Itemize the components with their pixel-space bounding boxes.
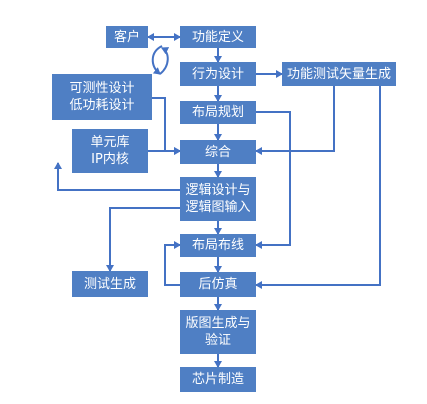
node-function-definition: 功能定义: [180, 26, 256, 48]
arrow-testability-to-synthesis: [152, 97, 181, 155]
node-customer-label: 客户: [113, 29, 140, 45]
node-test-generation: 测试生成: [72, 271, 148, 297]
loop-arrow-left: [151, 45, 163, 75]
node-logic-design-line2: 逻辑图输入: [185, 200, 251, 215]
node-layout-planning-label: 布局规划: [191, 105, 244, 120]
node-test-generation-label: 测试生成: [83, 276, 136, 292]
node-cell-library: 单元库 IP内核: [72, 129, 148, 173]
node-chip-fabrication: 芯片制造: [180, 367, 256, 392]
node-synthesis: 综合: [180, 140, 256, 164]
node-function-test-vector-label: 功能测试矢量生成: [286, 66, 391, 82]
node-testability-design: 可测性设计 低功耗设计: [52, 74, 152, 120]
node-layout-planning: 布局规划: [180, 101, 256, 124]
node-place-route-label: 布局布线: [191, 238, 244, 253]
arrow-testvec-to-synthesis: [255, 86, 335, 155]
node-post-simulation: 后仿真: [180, 272, 256, 297]
node-place-route: 布局布线: [180, 234, 256, 257]
arrow-testvec-to-postsim: [255, 86, 381, 289]
arrow-logic-to-celllib: [54, 162, 180, 191]
node-layout-generation: 版图生成与 验证: [180, 310, 256, 354]
node-logic-design: 逻辑设计与 逻辑图输入: [180, 177, 256, 221]
node-logic-design-line1: 逻辑设计与: [185, 183, 251, 198]
arrow-layoutplan-to-placeroute: [255, 111, 291, 249]
node-chip-fabrication-label: 芯片制造: [191, 372, 244, 387]
node-layout-generation-line2: 验证: [204, 333, 231, 348]
node-function-test-vector: 功能测试矢量生成: [282, 62, 396, 86]
node-layout-generation-line1: 版图生成与: [185, 316, 251, 331]
arrow-logic-to-testgen: [106, 207, 180, 272]
node-synthesis-label: 综合: [204, 144, 231, 160]
node-testability-line2: 低功耗设计: [69, 98, 135, 113]
node-customer: 客户: [106, 26, 148, 48]
node-cell-library-line1: 单元库: [90, 135, 130, 150]
node-testability-line1: 可测性设计: [69, 81, 135, 96]
arrow-postsim-to-placeroute: [164, 241, 181, 286]
node-behavior-design: 行为设计: [180, 62, 256, 86]
node-cell-library-line2: IP内核: [91, 152, 129, 167]
node-function-definition-label: 功能定义: [191, 29, 244, 45]
node-post-simulation-label: 后仿真: [198, 277, 238, 292]
loop-arrow-right: [159, 47, 170, 75]
node-behavior-design-label: 行为设计: [191, 66, 244, 82]
